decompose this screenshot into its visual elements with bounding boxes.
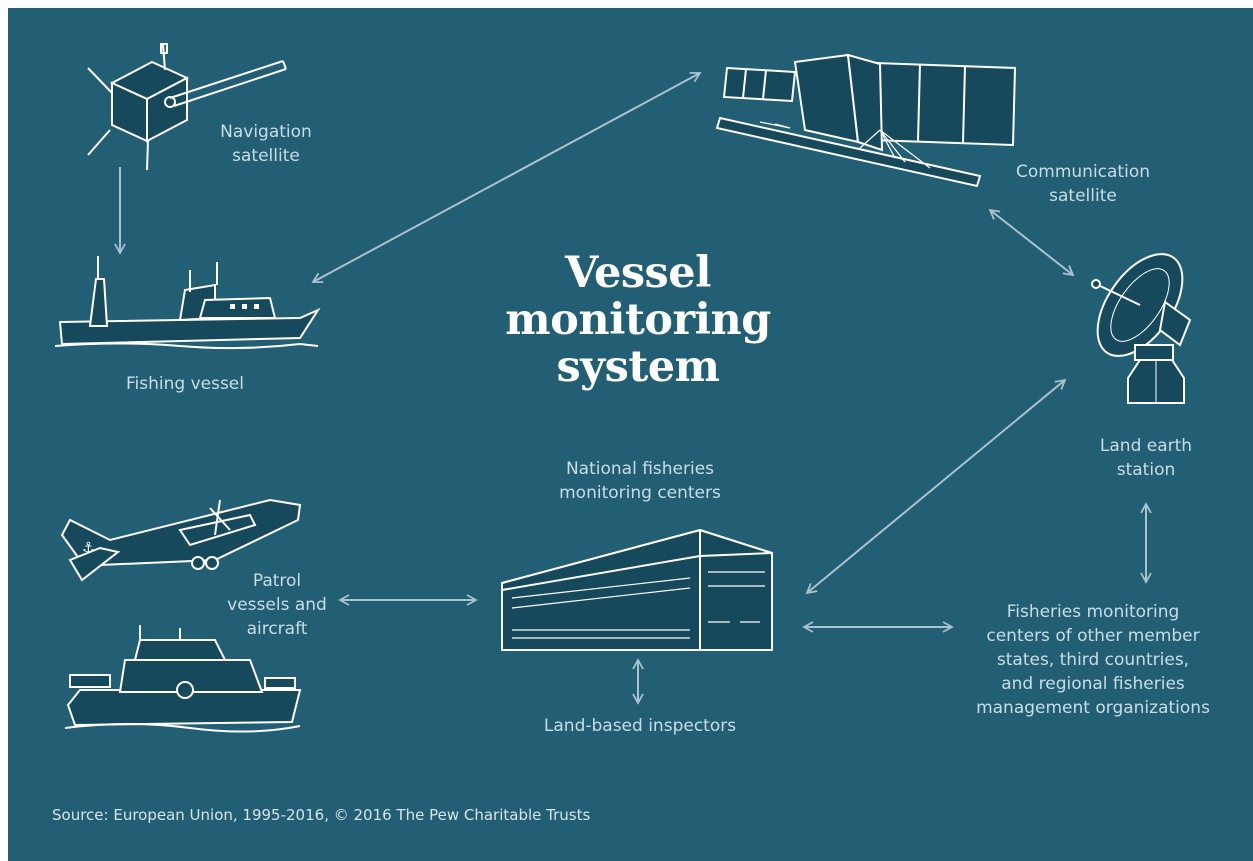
satellite-dish-icon bbox=[1091, 253, 1192, 404]
navigation-satellite-label: Navigation satellite bbox=[206, 120, 326, 168]
title-line-1: Vessel bbox=[565, 248, 711, 298]
connector-arrows bbox=[114, 71, 1152, 705]
inspectors-label: Land-based inspectors bbox=[520, 714, 760, 738]
label-line: centers of other member bbox=[986, 626, 1200, 646]
label-line: Navigation bbox=[220, 122, 312, 142]
label-line: and regional fisheries bbox=[1001, 674, 1185, 694]
patrol-boat-icon bbox=[64, 625, 302, 733]
label-line: states, third countries, bbox=[996, 650, 1190, 670]
navigation-satellite-icon bbox=[87, 43, 287, 171]
patrol-label: Patrol vessels and aircraft bbox=[222, 569, 332, 641]
national-centers-label: National fisheries monitoring centers bbox=[535, 457, 745, 505]
label-line: station bbox=[1116, 460, 1176, 480]
arrow-commsat-station bbox=[988, 208, 1075, 277]
arrow-station-center bbox=[805, 378, 1067, 595]
label-line: Patrol bbox=[252, 571, 302, 591]
patrol-aircraft-icon: ⚓ bbox=[60, 498, 302, 582]
title-line-2: monitoring bbox=[505, 295, 771, 345]
title-line-3: system bbox=[556, 342, 720, 392]
label-line: Land earth bbox=[1099, 436, 1193, 456]
land-earth-station-label: Land earth station bbox=[1086, 434, 1206, 482]
building-icon bbox=[501, 528, 773, 651]
other-centers-label: Fisheries monitoring centers of other me… bbox=[948, 600, 1238, 720]
label-line: vessels and bbox=[227, 595, 327, 615]
label-line: Fishing vessel bbox=[125, 374, 244, 394]
label-line: management organizations bbox=[976, 698, 1210, 718]
label-line: monitoring centers bbox=[559, 483, 721, 503]
label-line: Land-based inspectors bbox=[543, 716, 737, 736]
fishing-vessel-label: Fishing vessel bbox=[110, 372, 260, 396]
label-line: National fisheries bbox=[565, 459, 715, 479]
communication-satellite-icon bbox=[715, 53, 1017, 188]
communication-satellite-label: Communication satellite bbox=[1003, 160, 1163, 208]
source-note: Source: European Union, 1995-2016, © 201… bbox=[52, 806, 591, 824]
label-line: satellite bbox=[232, 146, 300, 166]
diagram-title: Vessel monitoring system bbox=[478, 250, 798, 391]
svg-text:⚓: ⚓ bbox=[82, 540, 95, 556]
label-line: Fisheries monitoring bbox=[1006, 602, 1180, 622]
label-line: Communication bbox=[1016, 162, 1150, 182]
label-line: aircraft bbox=[246, 619, 308, 639]
fishing-vessel-icon bbox=[54, 256, 321, 350]
arrow-vessel-commsat bbox=[311, 71, 702, 284]
label-line: satellite bbox=[1049, 186, 1117, 206]
